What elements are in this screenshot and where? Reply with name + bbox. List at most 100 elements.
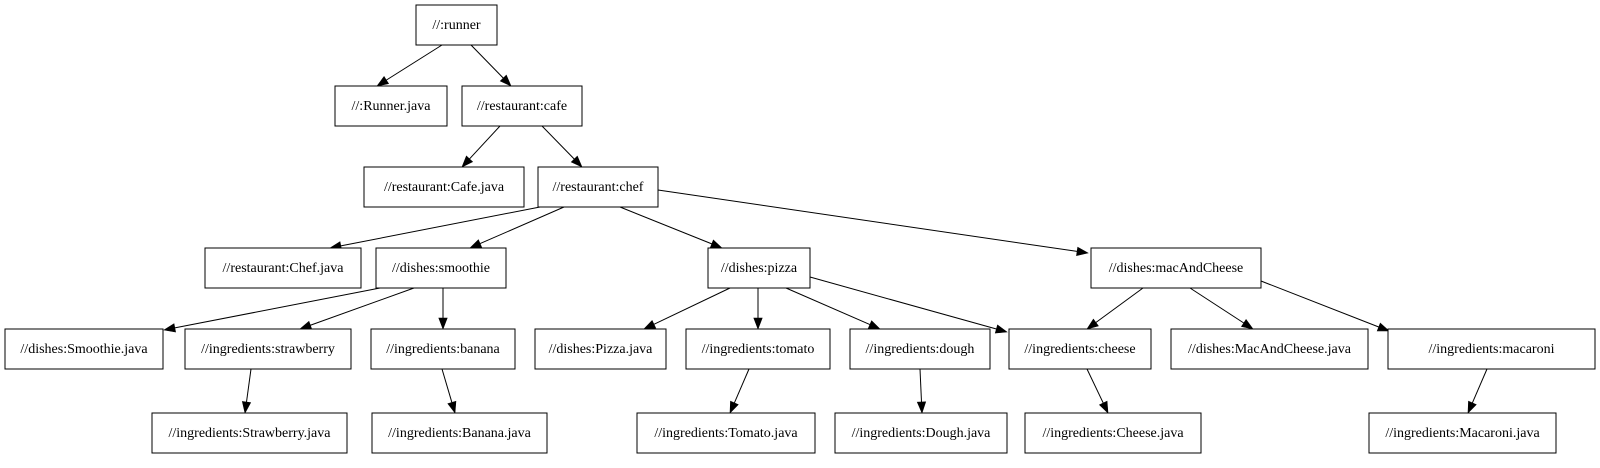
edge-arrowhead-icon <box>729 400 739 414</box>
edge-line <box>469 125 501 160</box>
graph-node-ing_cheese[interactable]: //ingredients:cheese <box>1008 328 1152 370</box>
graph-node-dishes_macandchee[interactable]: //dishes:macAndCheese <box>1090 247 1262 289</box>
edge-line <box>785 287 871 326</box>
graph-node-ing_banana[interactable]: //ingredients:banana <box>370 328 516 370</box>
node-label: //ingredients:Dough.java <box>852 426 992 441</box>
graph-edge <box>163 287 381 333</box>
node-label: //restaurant:Chef.java <box>223 261 345 276</box>
graph-node-dough_java[interactable]: //ingredients:Dough.java <box>834 412 1008 454</box>
graph-node-macandcheese_java[interactable]: //dishes:MacAndCheese.java <box>1170 328 1369 370</box>
node-box[interactable] <box>363 166 525 208</box>
graph-edge <box>619 206 723 249</box>
edge-arrowhead-icon <box>241 401 252 414</box>
edge-arrowhead-icon <box>376 76 390 87</box>
edge-line <box>653 287 731 325</box>
graph-edge <box>1467 368 1488 414</box>
edge-line <box>470 44 504 79</box>
node-label: //:runner <box>432 18 481 33</box>
node-box[interactable] <box>151 412 348 454</box>
edge-line <box>1095 287 1144 323</box>
edge-line <box>619 206 712 245</box>
edge-line <box>174 287 381 329</box>
edge-arrowhead-icon <box>994 324 1008 334</box>
edge-arrowhead-icon <box>643 319 657 330</box>
node-label: //ingredients:Tomato.java <box>654 426 798 441</box>
graph-edge <box>753 288 763 330</box>
edge-arrowhead-icon <box>916 401 927 414</box>
graph-node-strawberry_java[interactable]: //ingredients:Strawberry.java <box>151 412 348 454</box>
edge-line <box>1086 368 1104 404</box>
graph-node-dishes_smoothie[interactable]: //dishes:smoothie <box>375 247 507 289</box>
node-box[interactable] <box>636 412 816 454</box>
graph-node-dishes_pizza[interactable]: //dishes:pizza <box>707 247 811 289</box>
node-box[interactable] <box>1024 412 1202 454</box>
graph-node-cafe_java[interactable]: //restaurant:Cafe.java <box>363 166 525 208</box>
edge-line <box>1260 280 1379 328</box>
node-box[interactable] <box>4 328 164 370</box>
graph-node-ing_tomato[interactable]: //ingredients:tomato <box>685 328 831 370</box>
node-label: //ingredients:Banana.java <box>388 426 531 441</box>
graph-node-restaurant_cafe[interactable]: //restaurant:cafe <box>461 85 583 127</box>
graph-node-pizza_java[interactable]: //dishes:Pizza.java <box>534 328 667 370</box>
graph-node-macaroni_java[interactable]: //ingredients:Macaroni.java <box>1368 412 1557 454</box>
node-box[interactable] <box>707 247 811 289</box>
graph-edge <box>241 368 252 414</box>
graph-node-smoothie_java[interactable]: //dishes:Smoothie.java <box>4 328 164 370</box>
graph-edge <box>785 287 881 330</box>
node-box[interactable] <box>204 247 362 289</box>
graph-edge <box>1086 368 1109 414</box>
graph-node-cheese_java[interactable]: //ingredients:Cheese.java <box>1024 412 1202 454</box>
node-box[interactable] <box>537 166 659 208</box>
edge-line <box>441 368 453 403</box>
node-box[interactable] <box>334 85 448 127</box>
graph-node-ing_strawberry[interactable]: //ingredients:strawberry <box>184 328 352 370</box>
edge-arrowhead-icon <box>709 239 723 249</box>
edge-arrowhead-icon <box>1086 318 1099 330</box>
node-label: //ingredients:tomato <box>702 342 815 357</box>
node-label: //dishes:MacAndCheese.java <box>1188 342 1352 357</box>
node-box[interactable] <box>1368 412 1557 454</box>
graph-node-tomato_java[interactable]: //ingredients:Tomato.java <box>636 412 816 454</box>
graph-edges-layer <box>163 44 1488 414</box>
edge-arrowhead-icon <box>1098 400 1109 414</box>
graph-node-banana_java[interactable]: //ingredients:Banana.java <box>371 412 548 454</box>
node-box[interactable] <box>849 328 991 370</box>
edge-line <box>245 368 252 403</box>
node-box[interactable] <box>834 412 1008 454</box>
node-label: //dishes:macAndCheese <box>1109 261 1244 276</box>
edge-line <box>809 276 997 330</box>
graph-edge <box>469 206 565 249</box>
edge-arrowhead-icon <box>299 320 313 330</box>
node-box[interactable] <box>685 328 831 370</box>
node-box[interactable] <box>1170 328 1369 370</box>
node-box[interactable] <box>375 247 507 289</box>
graph-edge <box>299 287 415 330</box>
node-box[interactable] <box>1008 328 1152 370</box>
graph-node-runner[interactable]: //:runner <box>415 4 498 46</box>
edge-line <box>479 206 565 245</box>
node-box[interactable] <box>415 4 498 46</box>
graph-edge <box>470 44 512 87</box>
node-box[interactable] <box>461 85 583 127</box>
graph-node-runner_java[interactable]: //:Runner.java <box>334 85 448 127</box>
node-box[interactable] <box>371 412 548 454</box>
edge-arrowhead-icon <box>447 400 457 414</box>
edge-arrowhead-icon <box>438 317 448 330</box>
node-box[interactable] <box>184 328 352 370</box>
edge-arrowhead-icon <box>461 155 474 168</box>
edge-arrowhead-icon <box>469 239 483 249</box>
node-box[interactable] <box>534 328 667 370</box>
node-box[interactable] <box>1387 328 1596 370</box>
node-label: //ingredients:dough <box>866 342 975 357</box>
node-label: //:Runner.java <box>352 99 432 114</box>
edge-line <box>1189 287 1245 324</box>
graph-node-ing_macaroni[interactable]: //ingredients:macaroni <box>1387 328 1596 370</box>
graph-node-restaurant_chef[interactable]: //restaurant:chef <box>537 166 659 208</box>
edge-line <box>919 368 922 403</box>
node-box[interactable] <box>370 328 516 370</box>
graph-node-chef_java[interactable]: //restaurant:Chef.java <box>204 247 362 289</box>
graph-node-ing_dough[interactable]: //ingredients:dough <box>849 328 991 370</box>
node-box[interactable] <box>1090 247 1262 289</box>
